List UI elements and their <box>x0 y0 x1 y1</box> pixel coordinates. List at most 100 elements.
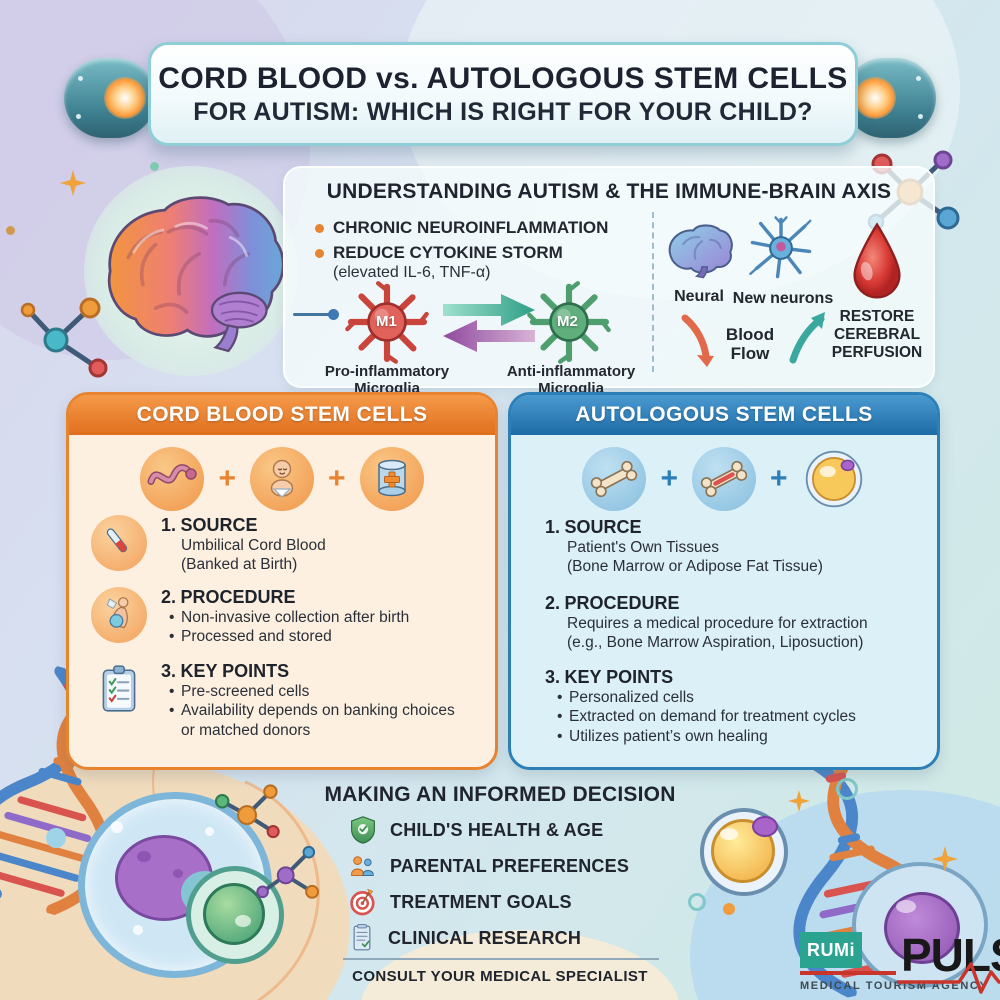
blood-drop-icon <box>853 222 901 299</box>
target-icon <box>350 888 375 916</box>
section-bullet: Processed and stored <box>167 627 409 647</box>
cord-source-row: 1. SOURCE Umbilical Cord Blood (Banked a… <box>91 515 476 575</box>
decision-item-health: CHILD'S HEALTH & AGE <box>348 812 629 848</box>
auto-card-header: AUTOLOGOUS STEM CELLS <box>511 395 937 435</box>
blood-flow-down-arrow-icon <box>681 314 714 367</box>
section-title: SOURCE <box>564 517 642 537</box>
bone-marrow-icon <box>692 447 756 511</box>
cord-blood-card: CORD BLOOD STEM CELLS + + <box>66 392 498 770</box>
section-line: Umbilical Cord Blood <box>181 537 326 554</box>
banner-glow-right <box>854 77 896 119</box>
shield-check-icon <box>351 816 375 844</box>
decision-heading: MAKING AN INFORMED DECISION <box>324 783 676 806</box>
banner-endcap-left <box>64 58 156 138</box>
cytokine-note: (elevated IL-6, TNF-α) <box>333 264 491 281</box>
deco-dot <box>150 162 159 171</box>
section-line: (Bone Marrow or Adipose Fat Tissue) <box>567 558 823 576</box>
section-bullet: Pre-screened cells <box>167 682 461 702</box>
cord-keypoints-row: 3. KEY POINTS Pre-screened cells Availab… <box>91 661 481 740</box>
ekg-pulse-line-icon <box>897 962 1000 994</box>
banner-endcap-right <box>844 58 936 138</box>
cap-dot <box>76 114 81 119</box>
cell-bubble <box>111 821 123 833</box>
neuron-icon <box>749 216 812 279</box>
section-title: SOURCE <box>180 515 258 535</box>
section-title: PROCEDURE <box>180 587 296 607</box>
decision-label: TREATMENT GOALS <box>390 891 572 912</box>
decision-item-goals: TREATMENT GOALS <box>348 884 629 920</box>
section-number: 1. <box>545 517 561 537</box>
section-line: Patient's Own Tissues <box>567 539 719 556</box>
rumi-logo-box: RUMi <box>800 932 862 968</box>
deco-dot <box>46 828 66 848</box>
bullet-dot <box>315 223 324 233</box>
baby-icon <box>250 447 314 511</box>
brain-illustration <box>107 196 285 353</box>
cell-gloss <box>235 915 251 927</box>
nucleus-spot <box>137 851 151 862</box>
section-number: 1. <box>161 515 177 535</box>
sparkle-icon <box>932 846 958 872</box>
decision-label: PARENTAL PREFERENCES <box>390 855 630 876</box>
section-bullet: Availability depends on banking choices … <box>167 701 461 740</box>
sparkle-icon <box>788 790 810 812</box>
section-number: 3. <box>161 661 177 681</box>
conversion-arrows-icon <box>443 294 535 352</box>
section-number: 2. <box>161 587 177 607</box>
decision-item-preferences: PARENTAL PREFERENCES <box>348 848 629 884</box>
rumi-pulse-logo: RUMi PULSE MEDICAL TOURISM AGENCY <box>800 932 1000 994</box>
test-tube-icon <box>91 515 147 571</box>
cap-dot <box>78 76 83 81</box>
checklist-clipboard-icon <box>91 661 147 717</box>
section-bullet: Non-invasive collection after birth <box>167 608 409 628</box>
decision-list: CHILD'S HEALTH & AGE PARENTAL PREFERENCE… <box>348 812 629 956</box>
section-title: PROCEDURE <box>564 593 680 613</box>
restore-perfusion-label: RESTORE CEREBRAL PERFUSION <box>831 308 923 361</box>
stem-cell-purple <box>852 862 988 988</box>
logo-red-bar <box>800 971 896 975</box>
rumi-logo-text: RUMi <box>807 939 855 960</box>
m2-microglia-icon <box>527 281 611 364</box>
umbilical-cord-icon <box>140 447 205 511</box>
deco-ring <box>836 778 858 800</box>
plus-sign: + <box>660 462 678 495</box>
nucleus-spot <box>173 869 183 878</box>
stem-cell-green <box>186 866 284 964</box>
section-title: KEY POINTS <box>180 661 290 681</box>
neural-brain-icon <box>668 224 733 279</box>
cell-blob <box>752 816 778 837</box>
auto-keypoints-row: 3. KEY POINTS Personalized cells Extract… <box>545 667 930 747</box>
footer-divider <box>343 958 659 960</box>
decision-item-research: CLINICAL RESEARCH <box>348 920 629 956</box>
molecule-icon <box>214 784 280 839</box>
panel-divider <box>652 212 654 372</box>
auto-source-row: 1. SOURCE Patient's Own Tissues (Bone Ma… <box>545 517 925 577</box>
deco-dot <box>6 226 15 235</box>
plus-sign: + <box>218 462 236 495</box>
page-subtitle: FOR AUTISM: WHICH IS RIGHT FOR YOUR CHIL… <box>193 97 813 126</box>
bullet-dot <box>315 248 324 258</box>
cell-bubble <box>133 925 143 935</box>
page-title: CORD BLOOD vs. AUTOLOGOUS STEM CELLS <box>158 61 848 95</box>
decision-label: CLINICAL RESEARCH <box>388 927 582 948</box>
consult-footer: CONSULT YOUR MEDICAL SPECIALIST <box>352 968 648 985</box>
section-line: (e.g., Bone Marrow Aspiration, Liposucti… <box>567 634 864 652</box>
cap-dot <box>916 76 921 81</box>
deco-dot <box>723 903 735 915</box>
blood-flow-label: Blood Flow <box>725 325 775 363</box>
fat-cell-large <box>700 808 788 896</box>
cap-dot <box>918 114 923 119</box>
title-banner: CORD BLOOD vs. AUTOLOGOUS STEM CELLS FOR… <box>148 42 858 146</box>
m1-label: M1 <box>376 313 397 330</box>
mother-birth-icon <box>91 587 147 643</box>
banner-glow-left <box>104 77 146 119</box>
auto-procedure-row: 2. PROCEDURE Requires a medical procedur… <box>545 593 930 653</box>
brain-connector-line <box>293 313 331 316</box>
blood-flow-up-arrow-icon <box>789 312 825 364</box>
decision-label: CHILD'S HEALTH & AGE <box>390 819 604 840</box>
section-number: 3. <box>545 667 561 687</box>
cord-card-header: CORD BLOOD STEM CELLS <box>69 395 495 435</box>
sparkle-icon <box>60 170 86 196</box>
molecule-icon <box>256 845 320 899</box>
cell-gloss <box>720 828 738 840</box>
